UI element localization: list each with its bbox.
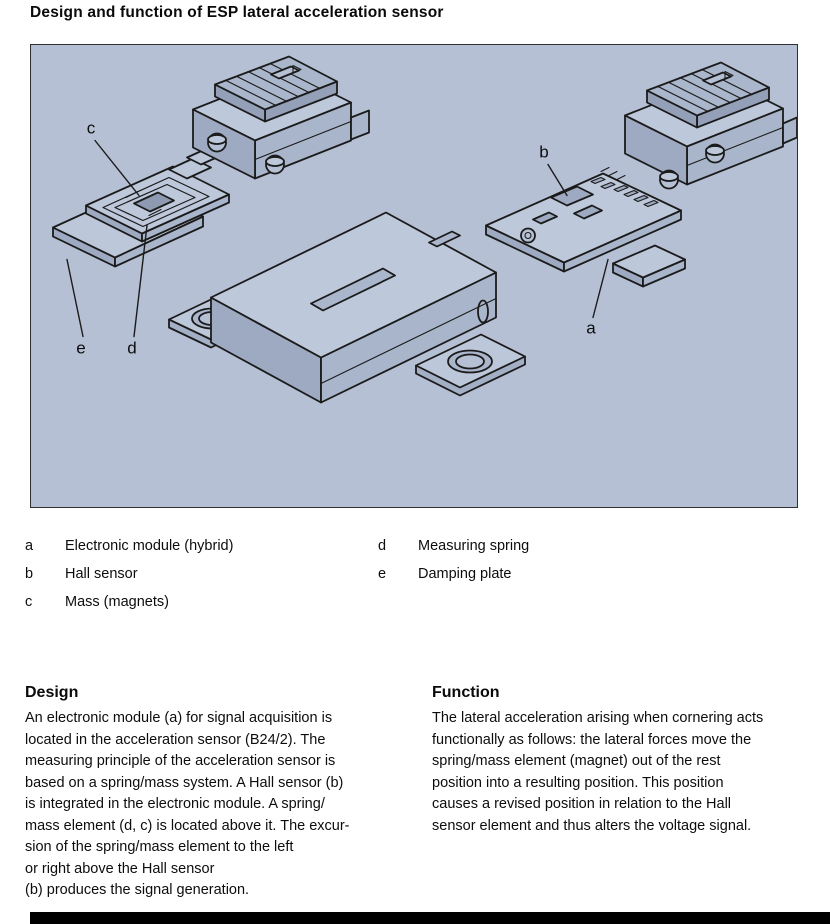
housing-side-slot: [477, 299, 489, 324]
leader-line-d: [133, 224, 148, 338]
housing-top-slot: [310, 267, 396, 312]
component-round: [520, 227, 536, 244]
left-housing-groove: [254, 120, 352, 161]
leader-line-c: [94, 139, 140, 197]
legend-key: d: [378, 538, 387, 554]
left-cap-ribs: [225, 62, 321, 107]
left-cap-top: [214, 55, 338, 111]
solder-pads: [590, 176, 659, 208]
legend-label: Damping plate: [418, 566, 512, 582]
measuring-spring-outer: [102, 176, 210, 228]
legend-item-a: a Electronic module (hybrid): [25, 538, 233, 554]
right-post-2-top: [705, 145, 725, 156]
right-cap-top: [646, 61, 770, 117]
right-housing-stub: [782, 116, 797, 145]
left-sensor-assembly-drawing: [52, 55, 370, 338]
left-post-1-top: [207, 134, 227, 145]
component-chip-3: [532, 211, 558, 225]
legend-item-c: c Mass (magnets): [25, 594, 169, 610]
right-housing-groove: [686, 126, 784, 167]
left-housing-stub: [350, 109, 370, 141]
design-body: An electronic module (a) for signal acqu…: [25, 710, 350, 898]
sensor-diagram: c e d b a: [52, 55, 797, 404]
function-body: The lateral acceleration arising when co…: [432, 710, 764, 834]
component-round-inner: [524, 231, 532, 240]
measuring-spring-inner: [114, 183, 196, 222]
legend-item-b: b Hall sensor: [25, 566, 138, 582]
diagram-label-d: d: [127, 339, 136, 358]
housing-groove: [320, 297, 497, 385]
legend-key: c: [25, 594, 33, 610]
legend-label: Measuring spring: [418, 538, 530, 554]
diagram-label-c: c: [87, 119, 96, 138]
right-sensor-assembly-drawing: [485, 61, 797, 319]
legend-key: b: [25, 566, 34, 582]
assembled-sensor-drawing: [168, 211, 526, 404]
diagram-label-e: e: [76, 339, 85, 358]
legend-item-d: d Measuring spring: [378, 538, 529, 554]
sensor-diagram-panel: c e d b a: [30, 44, 798, 508]
mounting-hole-right-inner: [455, 353, 485, 370]
diagram-label-a: a: [586, 319, 596, 338]
legend-label: Mass (magnets): [65, 594, 169, 610]
legend-label: Hall sensor: [65, 566, 138, 582]
legend-key: e: [378, 566, 387, 582]
housing-top-mark: [428, 230, 461, 248]
right-post-1-top: [659, 171, 679, 182]
design-heading: Design: [25, 684, 79, 701]
component-chip-2: [573, 204, 603, 220]
footer-bar: [30, 912, 830, 924]
right-housing-side: [624, 114, 688, 186]
function-heading: Function: [432, 684, 500, 701]
left-post-2-top: [265, 156, 285, 167]
left-cap-arrow-mark: [292, 64, 302, 74]
right-cap-arrow-mark: [724, 70, 734, 80]
hall-sensor-chip: [550, 185, 594, 207]
legend-label: Electronic module (hybrid): [65, 538, 234, 554]
module-step-top: [612, 244, 686, 279]
leader-line-e: [66, 258, 84, 338]
right-cap-ribs: [657, 68, 753, 113]
diagram-label-b: b: [539, 143, 548, 162]
page-title: Design and function of ESP lateral accel…: [30, 4, 444, 21]
legend-item-e: e Damping plate: [378, 566, 512, 582]
mass-magnet: [133, 191, 175, 213]
leader-line-b: [547, 163, 568, 197]
connector-pins: [600, 166, 626, 181]
leader-line-a: [592, 258, 609, 319]
legend-key: a: [25, 538, 34, 554]
